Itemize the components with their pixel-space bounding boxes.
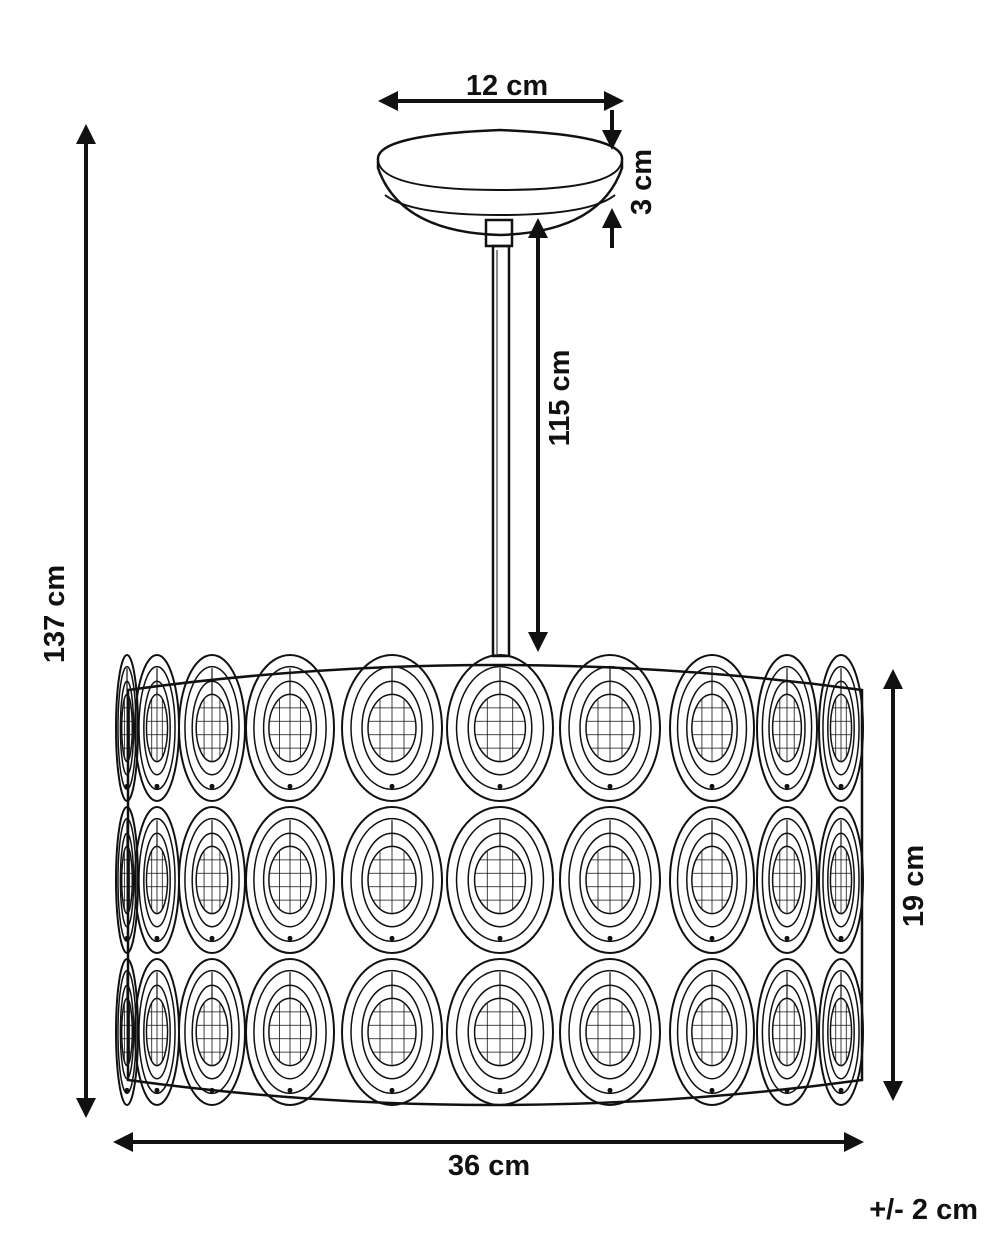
- canopy-height-label: 3 cm: [626, 149, 658, 215]
- shade-ring: [446, 654, 554, 802]
- shade-height-label: 19 cm: [898, 845, 930, 927]
- shade-ring: [178, 958, 246, 1106]
- shade-ring: [756, 806, 818, 954]
- total-height-label: 137 cm: [39, 565, 71, 663]
- shade-ring: [756, 958, 818, 1106]
- shade-ring: [115, 654, 139, 802]
- shade-ring: [818, 806, 864, 954]
- shade-ring: [559, 958, 661, 1106]
- dimension-canopy-height: 3 cm: [602, 110, 658, 248]
- shade-ring: [245, 806, 335, 954]
- shade-ring: [669, 806, 755, 954]
- shade-ring: [245, 654, 335, 802]
- suspension-rod: [484, 218, 514, 658]
- shade-ring: [669, 654, 755, 802]
- shade-ring: [115, 958, 139, 1106]
- shade-ring: [818, 958, 864, 1106]
- dimension-shade-diameter: 36 cm: [113, 1132, 864, 1182]
- shade-ring: [245, 958, 335, 1106]
- canopy-width-label: 12 cm: [466, 70, 548, 102]
- shade-ring: [134, 806, 180, 954]
- shade-ring: [115, 806, 139, 954]
- dimension-total-height: 137 cm: [39, 124, 96, 1118]
- shade-ring: [818, 654, 864, 802]
- shade-ring: [341, 654, 443, 802]
- shade-ring: [341, 806, 443, 954]
- dimension-canopy-width: 12 cm: [378, 70, 624, 111]
- shade-ring: [341, 958, 443, 1106]
- shade-ring: [559, 654, 661, 802]
- shade-ring: [178, 806, 246, 954]
- shade-ring: [446, 806, 554, 954]
- shade-ring: [756, 654, 818, 802]
- rod-length-label: 115 cm: [544, 350, 576, 447]
- lamp-shade: [115, 654, 864, 1107]
- tolerance-note: +/- 2 cm: [869, 1194, 978, 1226]
- dimension-shade-height: 19 cm: [883, 669, 930, 1101]
- ceiling-canopy: [376, 128, 624, 237]
- shade-ring: [559, 806, 661, 954]
- shade-ring: [669, 958, 755, 1106]
- shade-diameter-label: 36 cm: [448, 1150, 530, 1182]
- shade-ring: [134, 654, 180, 802]
- dimension-rod-length: 115 cm: [528, 218, 576, 652]
- shade-ring: [178, 654, 246, 802]
- shade-ring: [446, 958, 554, 1106]
